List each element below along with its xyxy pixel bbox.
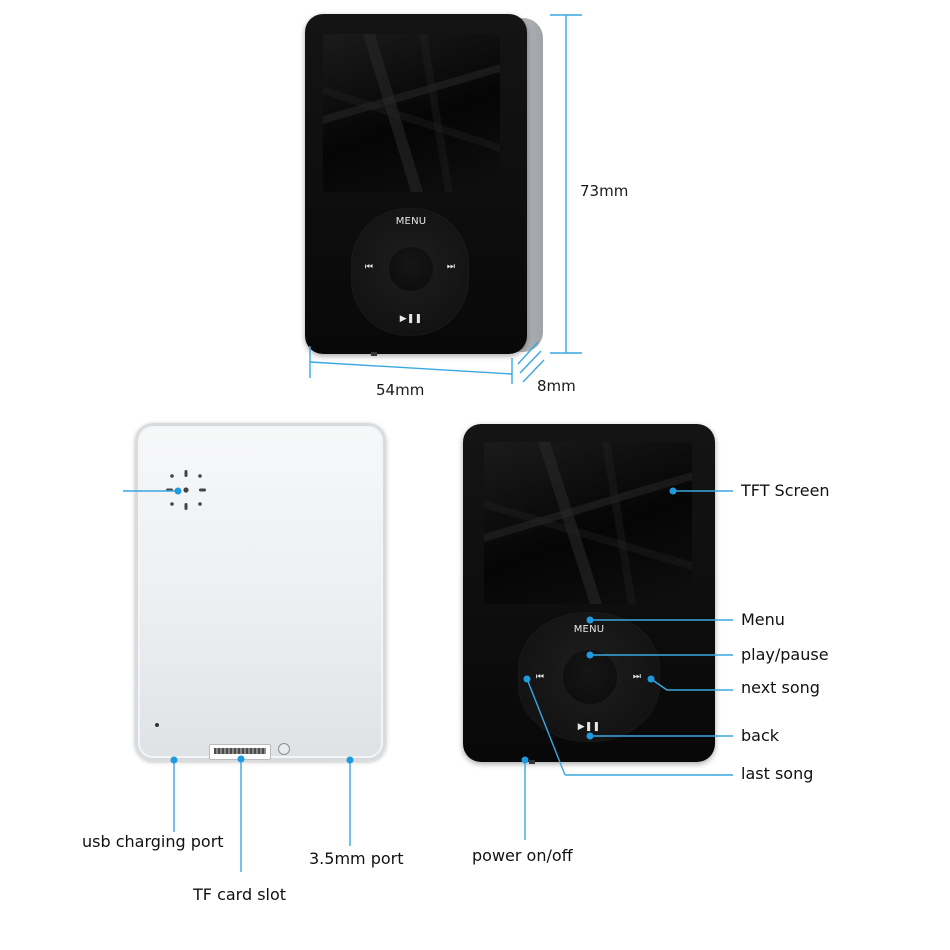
- mic-hole: [155, 723, 159, 727]
- last-song-callout-label: last song: [741, 764, 814, 783]
- menu-label-top[interactable]: MENU: [395, 216, 427, 227]
- device-front-top: MENU ⏮ ⏭ ▶❚❚: [305, 14, 527, 356]
- next-icon-top[interactable]: ⏭: [446, 262, 456, 272]
- back-callout-label: back: [741, 726, 780, 745]
- next-song-callout-label: next song: [741, 678, 820, 697]
- play-pause-callout-label: play/pause: [741, 645, 829, 664]
- tf-slot-callout-label: TF card slot: [193, 885, 287, 904]
- depth-dimension-label: 8mm: [537, 377, 576, 395]
- prev-icon-front[interactable]: ⏮: [535, 672, 545, 682]
- power-switch-top[interactable]: [371, 352, 377, 356]
- tf-card-slot[interactable]: [209, 744, 271, 760]
- play-pause-icon-top[interactable]: ▶❚❚: [399, 314, 423, 324]
- next-icon-front[interactable]: ⏭: [632, 672, 642, 682]
- select-button-front[interactable]: [563, 650, 617, 704]
- back-shell: [135, 423, 386, 761]
- back-device-view: [135, 423, 386, 761]
- device-screen-front: [484, 442, 692, 604]
- menu-callout-label: Menu: [741, 610, 785, 629]
- width-dimension-label: 54mm: [376, 381, 425, 399]
- audio-port-callout-label: 3.5mm port: [309, 849, 404, 868]
- top-device-view: MENU ⏮ ⏭ ▶❚❚: [305, 14, 545, 356]
- select-button-top[interactable]: [389, 247, 433, 291]
- height-dimension-label: 73mm: [580, 182, 629, 200]
- tft-screen-label: TFT Screen: [741, 481, 830, 500]
- device-screen-top: [323, 34, 500, 192]
- front-device-view: MENU ⏮ ⏭ ▶❚❚: [463, 424, 715, 764]
- speaker-grille: [161, 465, 211, 515]
- prev-icon-top[interactable]: ⏮: [364, 262, 374, 272]
- power-switch-front[interactable]: [529, 760, 535, 764]
- play-pause-icon-front[interactable]: ▶❚❚: [577, 722, 601, 732]
- power-callout-label: power on/off: [472, 846, 573, 865]
- reset-button[interactable]: [278, 743, 290, 755]
- menu-label-front[interactable]: MENU: [573, 624, 605, 635]
- usb-port-callout-label: usb charging port: [82, 832, 224, 851]
